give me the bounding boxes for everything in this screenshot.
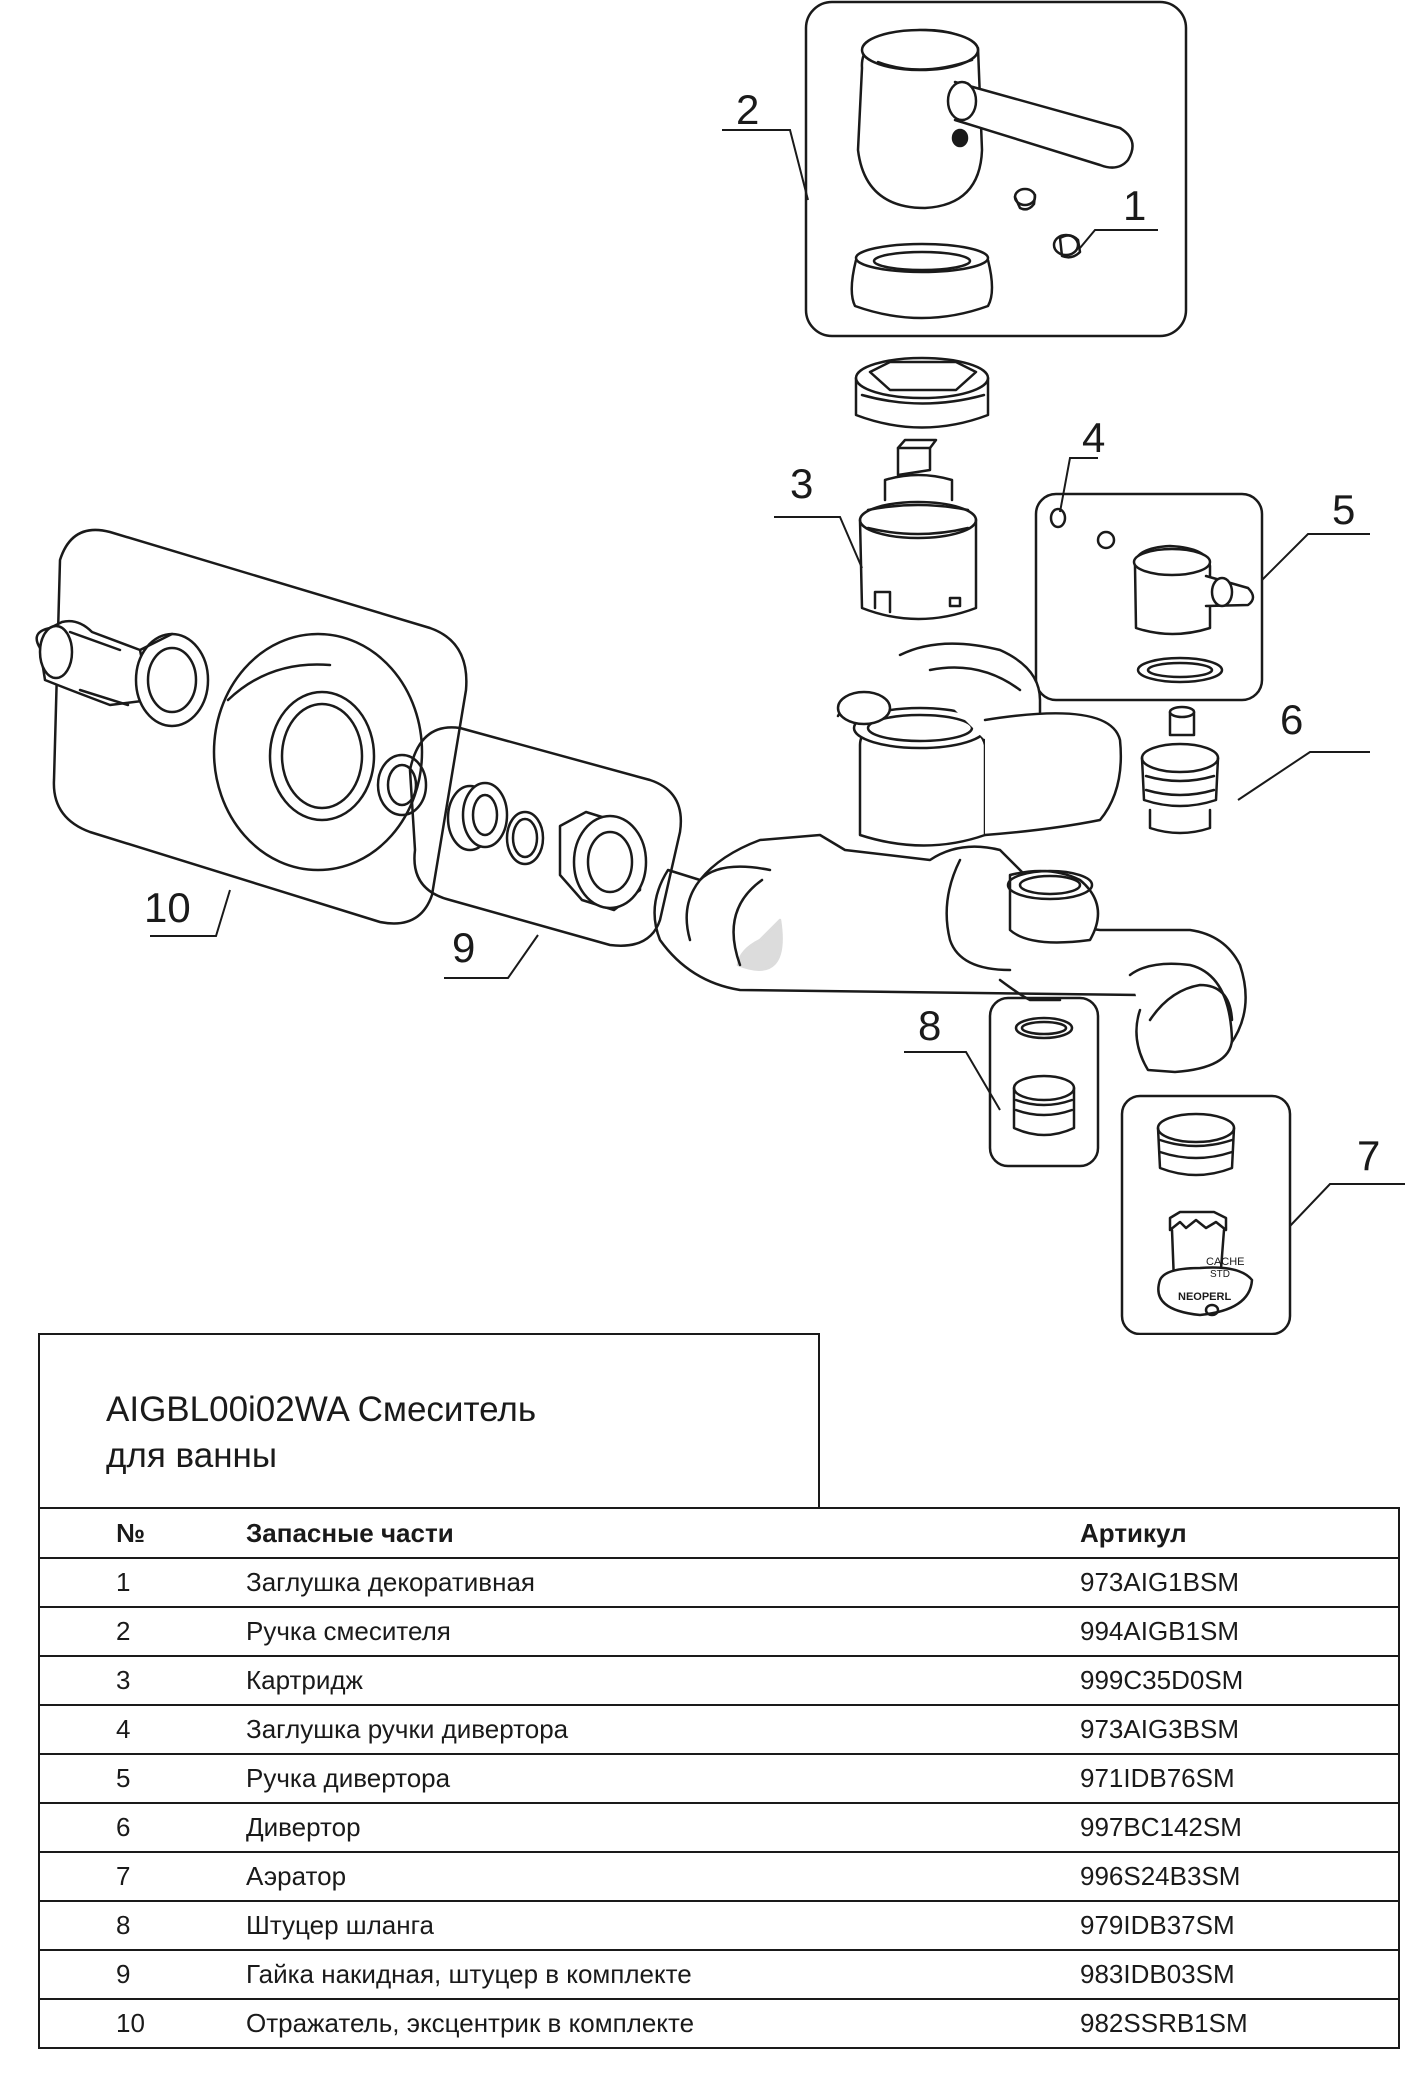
- product-title-line1: AIGBL00i02WA Смеситель: [106, 1390, 537, 1429]
- header-no: №: [39, 1507, 246, 1558]
- callout-10: 10: [144, 884, 191, 931]
- cell-no: 2: [39, 1606, 246, 1656]
- cell-name: Картридж: [246, 1655, 1080, 1705]
- cell-name: Штуцер шланга: [246, 1900, 1080, 1950]
- cell-article: 982SSRB1SM: [1080, 1998, 1399, 2049]
- aerator-text-std: STD: [1210, 1269, 1230, 1280]
- product-title: AIGBL00i02WA Смеситель для ванны: [106, 1387, 536, 1479]
- group-box-nut-fitting: [408, 726, 683, 947]
- exploded-parts-diagram: CACHE STD NEOPERL: [35, 0, 1405, 1335]
- cell-article: 983IDB03SM: [1080, 1949, 1399, 1999]
- cell-article: 994AIGB1SM: [1080, 1606, 1399, 1656]
- cell-no: 9: [39, 1949, 246, 1999]
- table-header-row: № Запасные части Артикул: [39, 1507, 1399, 1558]
- callout-3: 3: [790, 460, 813, 507]
- cell-no: 5: [39, 1753, 246, 1803]
- part-mixer-body: [653, 642, 1247, 1074]
- leader-lines: [150, 129, 1405, 1227]
- cell-name: Ручка дивертора: [246, 1753, 1080, 1803]
- cell-article: 979IDB37SM: [1080, 1900, 1399, 1950]
- callout-1: 1: [1123, 182, 1146, 229]
- group-box-aerator: [1120, 1094, 1292, 1335]
- cell-name: Отражатель, эксцентрик в комплекте: [246, 1998, 1080, 2049]
- cell-no: 7: [39, 1851, 246, 1901]
- part-nut-top: [854, 356, 990, 429]
- cell-name: Аэратор: [246, 1851, 1080, 1901]
- product-title-line2: для ванны: [106, 1436, 278, 1475]
- group-box-diverter: [1034, 492, 1264, 702]
- cell-no: 3: [39, 1655, 246, 1705]
- cell-no: 8: [39, 1900, 246, 1950]
- cell-no: 6: [39, 1802, 246, 1852]
- part-cartridge: [858, 438, 978, 621]
- group-box-hose-fitting: [988, 996, 1100, 1168]
- cell-article: 999C35D0SM: [1080, 1655, 1399, 1705]
- cell-name: Дивертор: [246, 1802, 1080, 1852]
- group-box-handle: [804, 0, 1188, 338]
- cell-no: 10: [39, 1998, 246, 2049]
- callout-7: 7: [1357, 1132, 1380, 1179]
- cell-no: 1: [39, 1557, 246, 1607]
- cell-article: 973AIG1BSM: [1080, 1557, 1399, 1607]
- cell-article: 971IDB76SM: [1080, 1753, 1399, 1803]
- callout-labels: 1 2 3 4 5 6 7 8 9 10: [144, 86, 1380, 1179]
- cell-name: Ручка смесителя: [246, 1606, 1080, 1656]
- part-diverter: [1140, 705, 1220, 835]
- group-box-reflector: [35, 528, 468, 925]
- aerator-text-brand: NEOPERL: [1178, 1291, 1231, 1303]
- callout-5: 5: [1332, 486, 1355, 533]
- cell-name: Заглушка ручки дивертора: [246, 1704, 1080, 1754]
- title-box: AIGBL00i02WA Смеситель для ванны: [38, 1333, 820, 1507]
- header-article: Артикул: [1080, 1507, 1399, 1558]
- callout-8: 8: [918, 1002, 941, 1049]
- aerator-text-cache: CACHE: [1206, 1256, 1245, 1268]
- cell-name: Заглушка декоративная: [246, 1557, 1080, 1607]
- cell-article: 996S24B3SM: [1080, 1851, 1399, 1901]
- cell-article: 973AIG3BSM: [1080, 1704, 1399, 1754]
- cell-no: 4: [39, 1704, 246, 1754]
- header-name: Запасные части: [246, 1507, 1080, 1558]
- callout-9: 9: [452, 924, 475, 971]
- callout-4: 4: [1082, 414, 1105, 461]
- callout-2: 2: [736, 86, 759, 133]
- cell-name: Гайка накидная, штуцер в комплекте: [246, 1949, 1080, 1999]
- cell-article: 997BC142SM: [1080, 1802, 1399, 1852]
- callout-6: 6: [1280, 696, 1303, 743]
